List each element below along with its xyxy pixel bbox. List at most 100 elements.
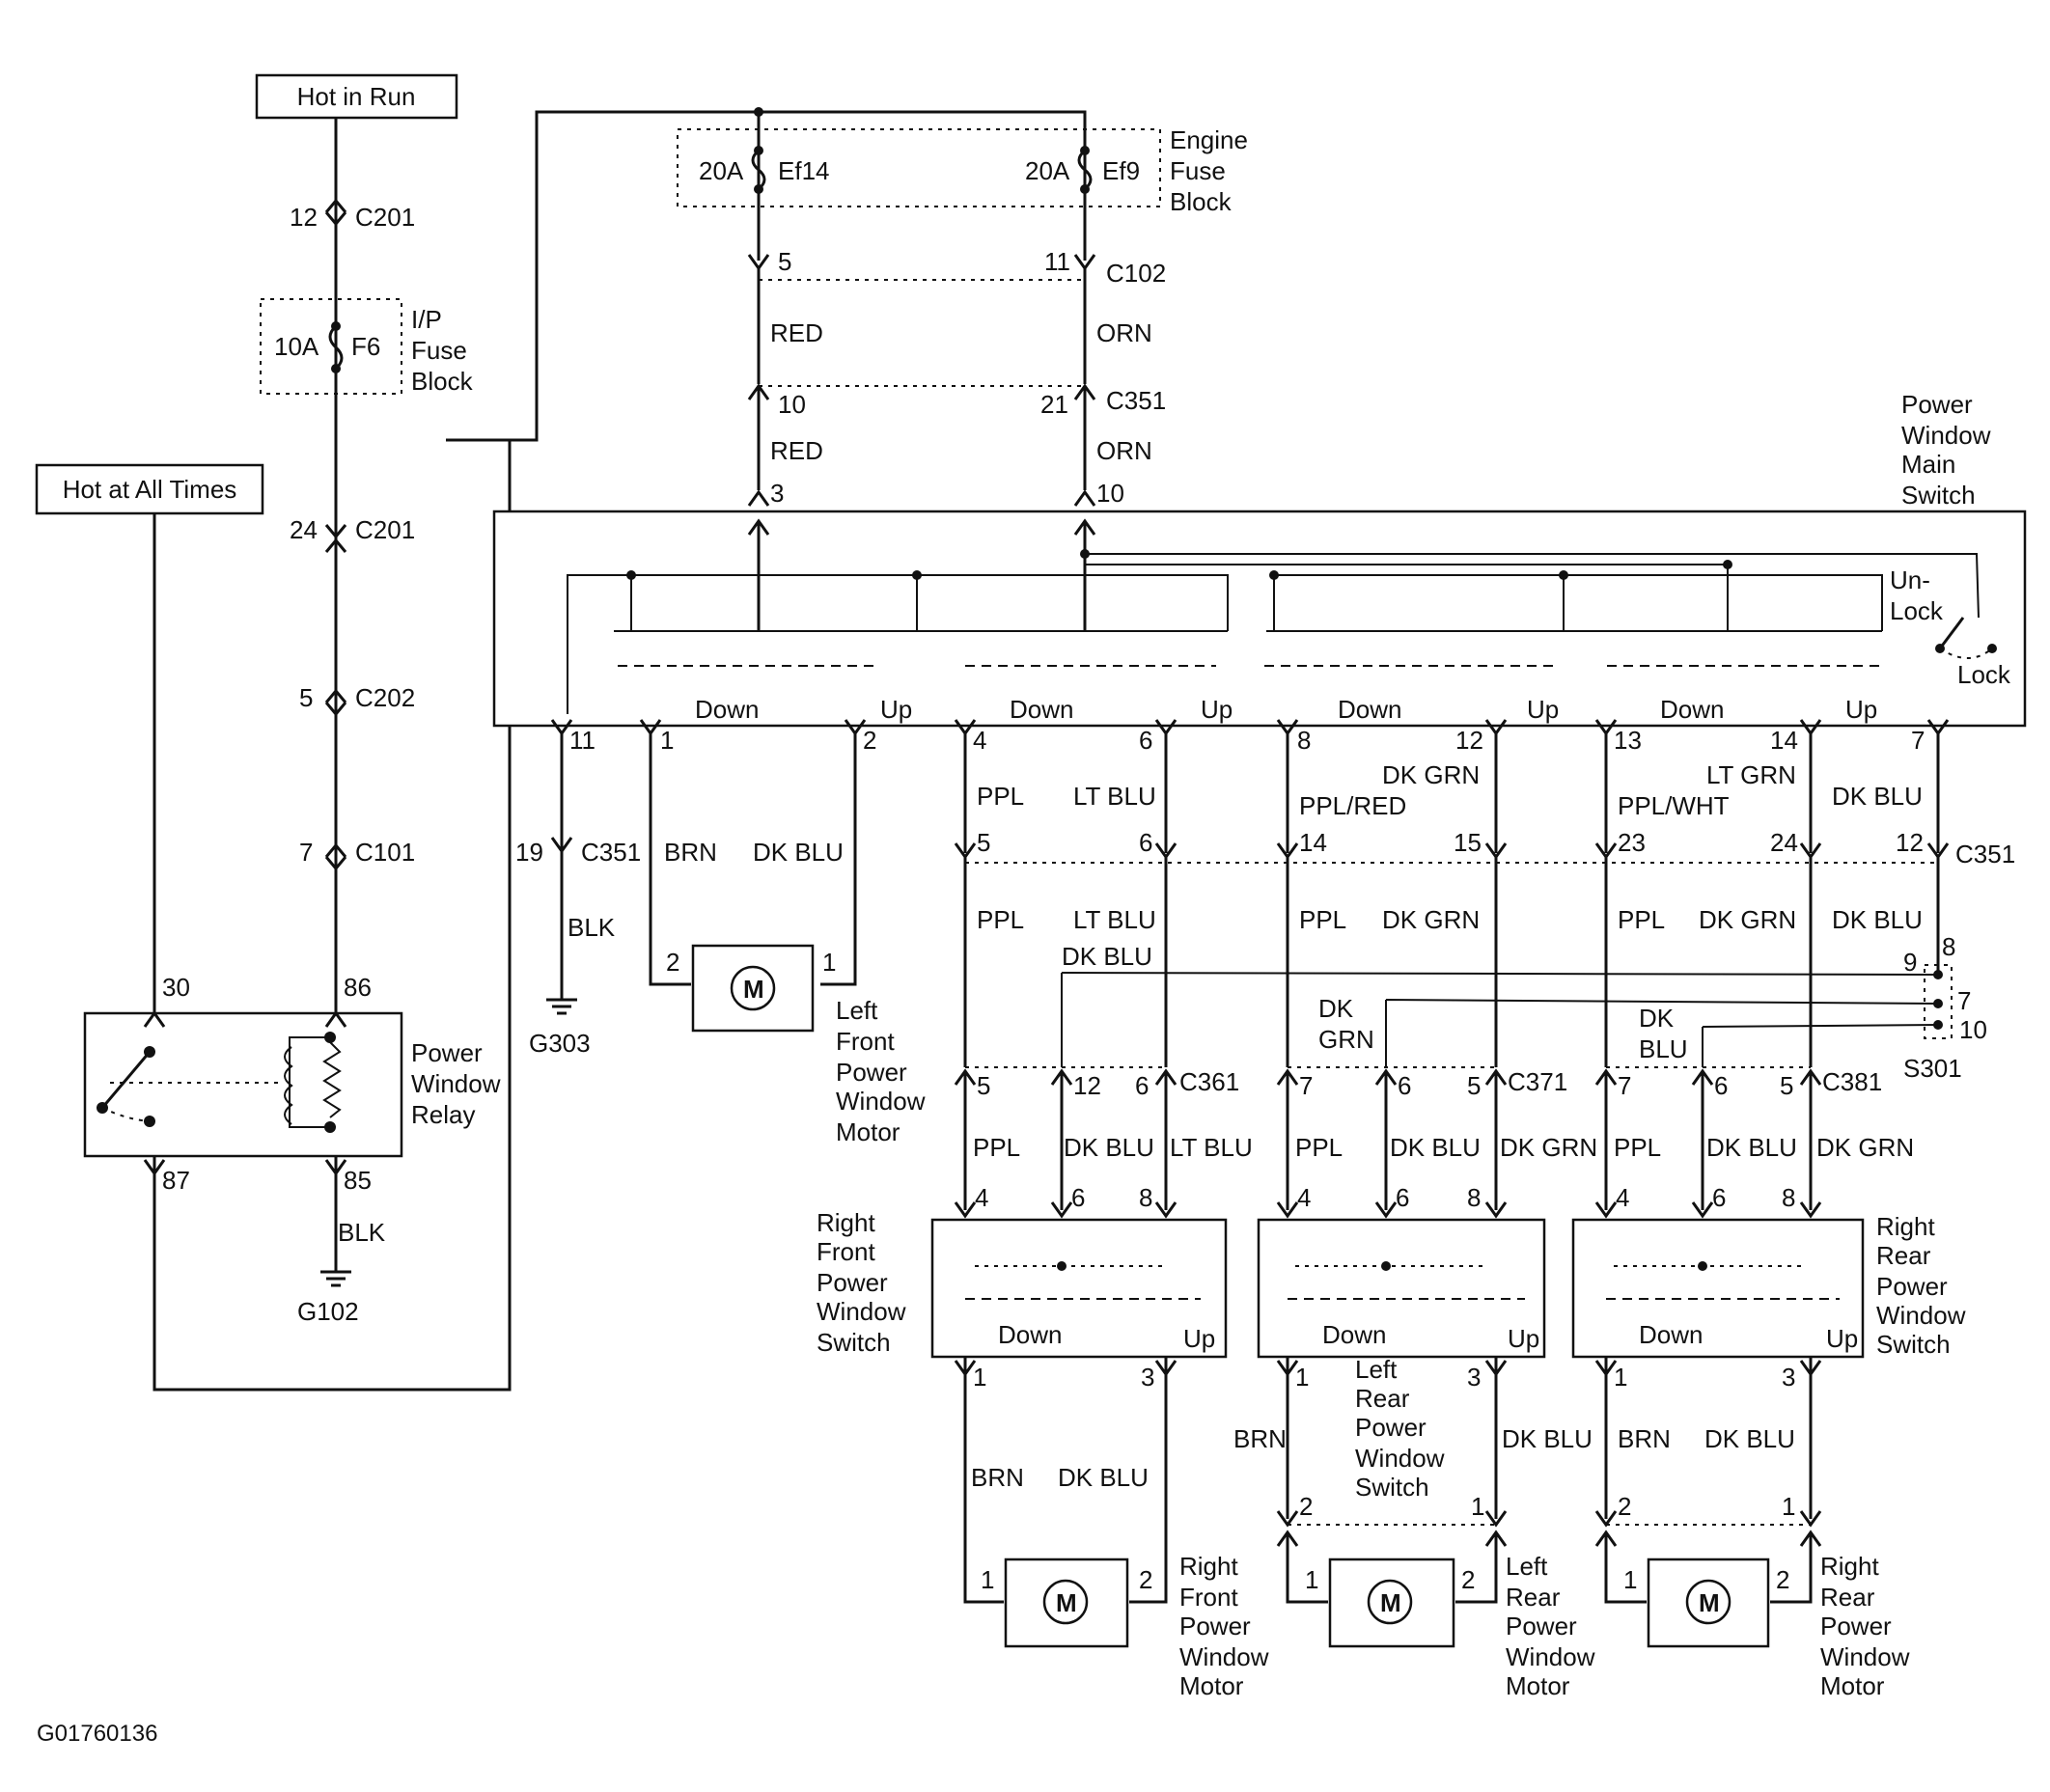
- right-front-switch: [930, 1218, 1228, 1359]
- svg-text:1: 1: [1782, 1492, 1795, 1521]
- svg-text:DK BLU: DK BLU: [1502, 1424, 1593, 1453]
- svg-text:8: 8: [1782, 1183, 1795, 1212]
- svg-text:24: 24: [1770, 828, 1798, 857]
- svg-text:7: 7: [299, 838, 313, 867]
- svg-text:LT GRN: LT GRN: [1706, 760, 1796, 789]
- svg-text:5: 5: [977, 828, 990, 857]
- svg-text:DK BLU: DK BLU: [1832, 782, 1923, 811]
- svg-text:Window: Window: [1901, 421, 1991, 450]
- svg-text:Right: Right: [1179, 1552, 1238, 1581]
- svg-text:4: 4: [1297, 1183, 1311, 1212]
- svg-text:Up: Up: [1826, 1324, 1858, 1353]
- svg-text:Window: Window: [411, 1069, 501, 1098]
- svg-text:BLU: BLU: [1639, 1034, 1688, 1063]
- svg-text:Up: Up: [1183, 1324, 1215, 1353]
- ip-fuse-block: [260, 298, 402, 395]
- svg-text:Block: Block: [1170, 187, 1233, 216]
- svg-text:2: 2: [863, 726, 876, 755]
- svg-text:DK BLU: DK BLU: [753, 838, 844, 867]
- svg-text:M: M: [1056, 1588, 1077, 1617]
- svg-text:3: 3: [1782, 1363, 1795, 1392]
- svg-text:86: 86: [344, 973, 372, 1002]
- svg-text:Power: Power: [1506, 1612, 1577, 1640]
- svg-text:BRN: BRN: [971, 1463, 1024, 1492]
- svg-text:Fuse: Fuse: [1170, 156, 1226, 185]
- c381: C381: [1822, 1067, 1882, 1096]
- svg-text:Window: Window: [1355, 1444, 1445, 1473]
- svg-text:2: 2: [666, 948, 679, 977]
- svg-text:Un-: Un-: [1890, 565, 1930, 594]
- svg-text:Left: Left: [836, 996, 878, 1025]
- svg-text:5: 5: [977, 1071, 990, 1100]
- svg-text:DK GRN: DK GRN: [1816, 1133, 1914, 1162]
- svg-text:Left: Left: [1506, 1552, 1548, 1581]
- svg-text:DK GRN: DK GRN: [1382, 760, 1480, 789]
- svg-text:Window: Window: [1820, 1642, 1910, 1671]
- svg-text:Power: Power: [411, 1038, 483, 1067]
- svg-text:DK BLU: DK BLU: [1058, 1463, 1149, 1492]
- svg-text:8: 8: [1942, 932, 1955, 961]
- svg-text:PPL: PPL: [977, 782, 1024, 811]
- svg-text:Switch: Switch: [1901, 481, 1976, 510]
- svg-text:Down: Down: [998, 1320, 1062, 1349]
- svg-text:DK BLU: DK BLU: [1832, 905, 1923, 934]
- svg-text:Power: Power: [1179, 1612, 1251, 1640]
- svg-text:PPL: PPL: [1618, 905, 1665, 934]
- svg-text:Power: Power: [836, 1058, 907, 1087]
- power-window-relay: [83, 1011, 403, 1158]
- svg-text:DK: DK: [1639, 1004, 1675, 1033]
- svg-text:7: 7: [1299, 1071, 1313, 1100]
- svg-text:5: 5: [1467, 1071, 1481, 1100]
- svg-text:14: 14: [1770, 726, 1798, 755]
- svg-text:5: 5: [778, 247, 791, 276]
- svg-text:1: 1: [973, 1363, 986, 1392]
- svg-text:Down: Down: [1338, 695, 1401, 724]
- c201-top: C201: [355, 203, 415, 232]
- svg-text:Main: Main: [1901, 450, 1955, 479]
- svg-text:Power: Power: [1355, 1413, 1427, 1442]
- svg-text:4: 4: [973, 726, 986, 755]
- svg-text:BRN: BRN: [1618, 1424, 1671, 1453]
- svg-text:6: 6: [1135, 1071, 1149, 1100]
- svg-text:4: 4: [975, 1183, 988, 1212]
- svg-text:BLK: BLK: [338, 1218, 386, 1247]
- left-rear-switch: [1257, 1218, 1546, 1359]
- svg-text:PPL: PPL: [977, 905, 1024, 934]
- svg-text:Down: Down: [695, 695, 759, 724]
- power-window-main-switch: [492, 510, 2027, 728]
- svg-text:14: 14: [1299, 828, 1327, 857]
- svg-text:BLK: BLK: [568, 913, 616, 942]
- svg-text:Right: Right: [1820, 1552, 1879, 1581]
- svg-text:30: 30: [162, 973, 190, 1002]
- svg-text:1: 1: [1623, 1565, 1637, 1594]
- svg-text:3: 3: [1467, 1363, 1481, 1392]
- svg-text:1: 1: [1295, 1363, 1309, 1392]
- svg-text:5: 5: [299, 683, 313, 712]
- svg-text:DK BLU: DK BLU: [1706, 1133, 1797, 1162]
- svg-text:1: 1: [822, 948, 836, 977]
- svg-text:13: 13: [1614, 726, 1642, 755]
- svg-text:PPL: PPL: [1299, 905, 1346, 934]
- svg-text:10: 10: [778, 390, 806, 419]
- svg-text:LT BLU: LT BLU: [1170, 1133, 1253, 1162]
- svg-text:DK: DK: [1318, 994, 1354, 1023]
- svg-text:DK BLU: DK BLU: [1390, 1133, 1481, 1162]
- svg-text:PPL/RED: PPL/RED: [1299, 791, 1406, 820]
- svg-text:F6: F6: [351, 332, 380, 361]
- svg-text:Ef14: Ef14: [778, 156, 830, 185]
- svg-text:PPL: PPL: [973, 1133, 1020, 1162]
- svg-text:12: 12: [1896, 828, 1924, 857]
- svg-text:LT BLU: LT BLU: [1073, 782, 1156, 811]
- svg-text:11: 11: [1044, 247, 1070, 276]
- svg-text:DK BLU: DK BLU: [1704, 1424, 1795, 1453]
- c202: C202: [355, 683, 415, 712]
- svg-text:12: 12: [290, 203, 318, 232]
- svg-text:Motor: Motor: [1179, 1671, 1244, 1700]
- svg-text:Block: Block: [411, 367, 474, 396]
- svg-text:7: 7: [1957, 986, 1971, 1015]
- c351-mid: C351: [1955, 840, 2015, 868]
- svg-text:23: 23: [1618, 828, 1646, 857]
- svg-text:Switch: Switch: [1355, 1473, 1429, 1502]
- svg-text:12: 12: [1073, 1071, 1101, 1100]
